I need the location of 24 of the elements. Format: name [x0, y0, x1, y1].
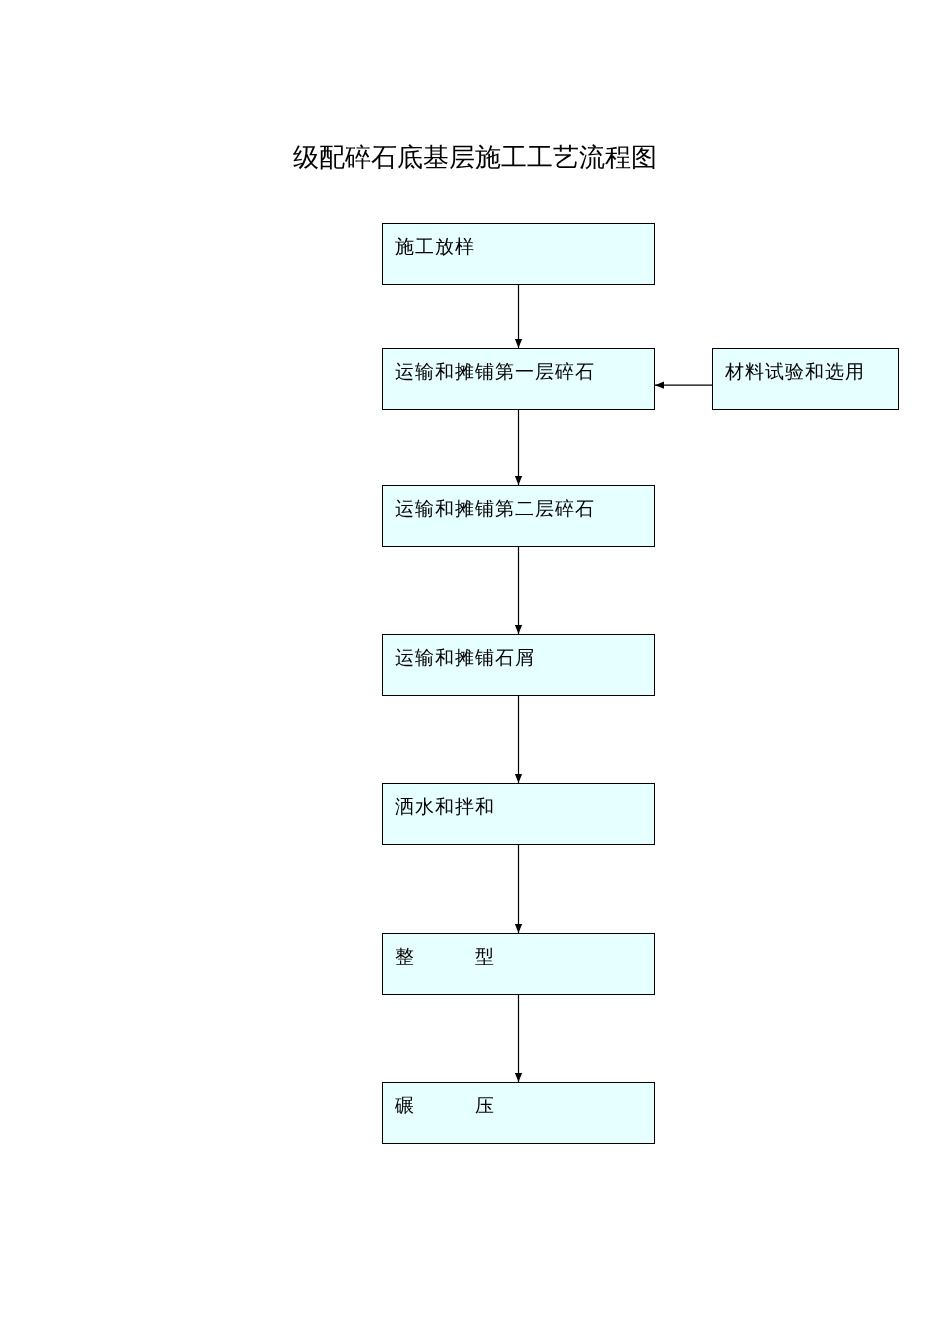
- arrow: [514, 844, 523, 934]
- arrow: [654, 381, 713, 389]
- box-label: 碾 压: [395, 1094, 495, 1116]
- box-label: 运输和摊铺第一层碎石: [395, 360, 595, 382]
- box-label: 施工放样: [395, 235, 475, 257]
- arrow: [514, 695, 523, 784]
- box-label: 洒水和拌和: [395, 795, 495, 817]
- process-box: [382, 485, 655, 547]
- process-box: [382, 1082, 655, 1144]
- arrow: [514, 284, 523, 349]
- process-box: [382, 933, 655, 995]
- title: 级配碎石底基层施工工艺流程图: [292, 141, 658, 174]
- box-label: 整 型: [395, 945, 495, 967]
- process-box: [382, 783, 655, 845]
- box-label: 运输和摊铺石屑: [395, 646, 535, 668]
- arrow: [514, 409, 523, 486]
- process-box: [712, 348, 899, 410]
- box-label: 运输和摊铺第二层碎石: [395, 497, 595, 519]
- box-label: 材料试验和选用: [725, 360, 865, 382]
- arrow: [514, 994, 523, 1083]
- arrow: [514, 546, 523, 635]
- process-box: [382, 634, 655, 696]
- process-box: [382, 348, 655, 410]
- process-box: [382, 223, 655, 285]
